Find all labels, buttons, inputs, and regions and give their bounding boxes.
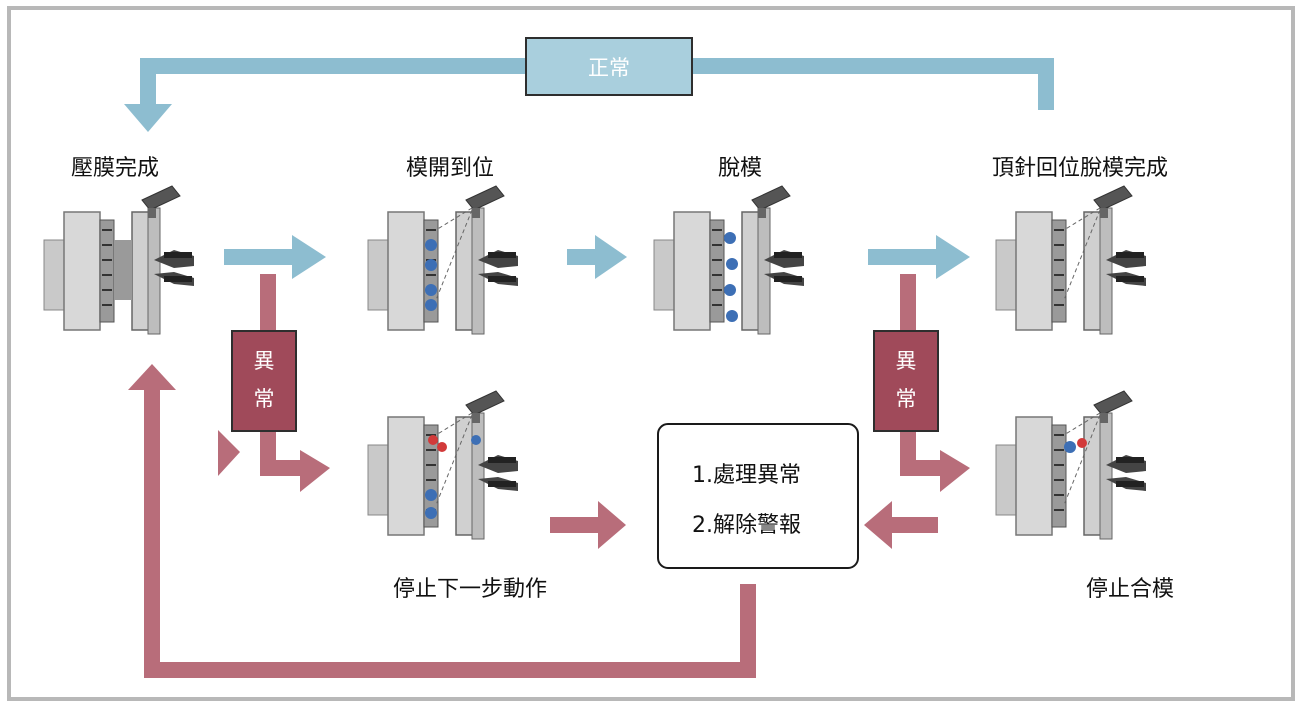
bottom-label-stop-close: 停止合模 [1085,577,1174,602]
outer-frame [7,6,1295,701]
bottom-label-stop-next: 停止下一步動作 [392,577,547,602]
abnormal-tag-right-char2: 常 [895,387,917,411]
machine-open-illustration [367,185,519,335]
normal-tag-label: 正常 [588,56,630,80]
flow-arrow-stop-to-action [550,501,626,549]
machine-stop-next-illustration [367,390,519,540]
stage-label-eject: 脫模 [717,156,762,181]
stage-label-press: 壓膜完成 [70,156,159,181]
abnormal-tag-left-char2: 常 [253,387,275,411]
stage-label-return: 頂針回位脫模完成 [991,156,1168,181]
abnormal-return-loop [144,390,756,678]
abnormal-tag-right-char1: 異 [895,349,917,373]
action-box [657,423,859,569]
abnormal-return-arrowhead [128,364,176,390]
abnormal-tag-right-box [873,330,939,432]
machine-press-illustration [43,185,195,335]
flow-arrow-stopclose-to-action [864,501,938,549]
action-item-2: 2.解除警報 [692,513,801,538]
flow-arrow-press-to-open [224,235,326,279]
abnormal-tag-left-box [231,330,297,432]
stage-label-open: 模開到位 [405,156,494,181]
flow-arrow-open-to-eject [567,235,627,279]
abnormal-side-arrowhead [218,430,240,476]
normal-tag-box [525,37,693,96]
abnormal-tag-left-char1: 異 [253,349,275,373]
normal-loop-arrowhead [124,104,172,132]
flow-arrow-eject-to-return [868,235,970,279]
action-item-1: 1.處理異常 [692,463,801,488]
machine-stop-close-illustration [995,390,1147,540]
machine-eject-illustration [653,185,805,335]
